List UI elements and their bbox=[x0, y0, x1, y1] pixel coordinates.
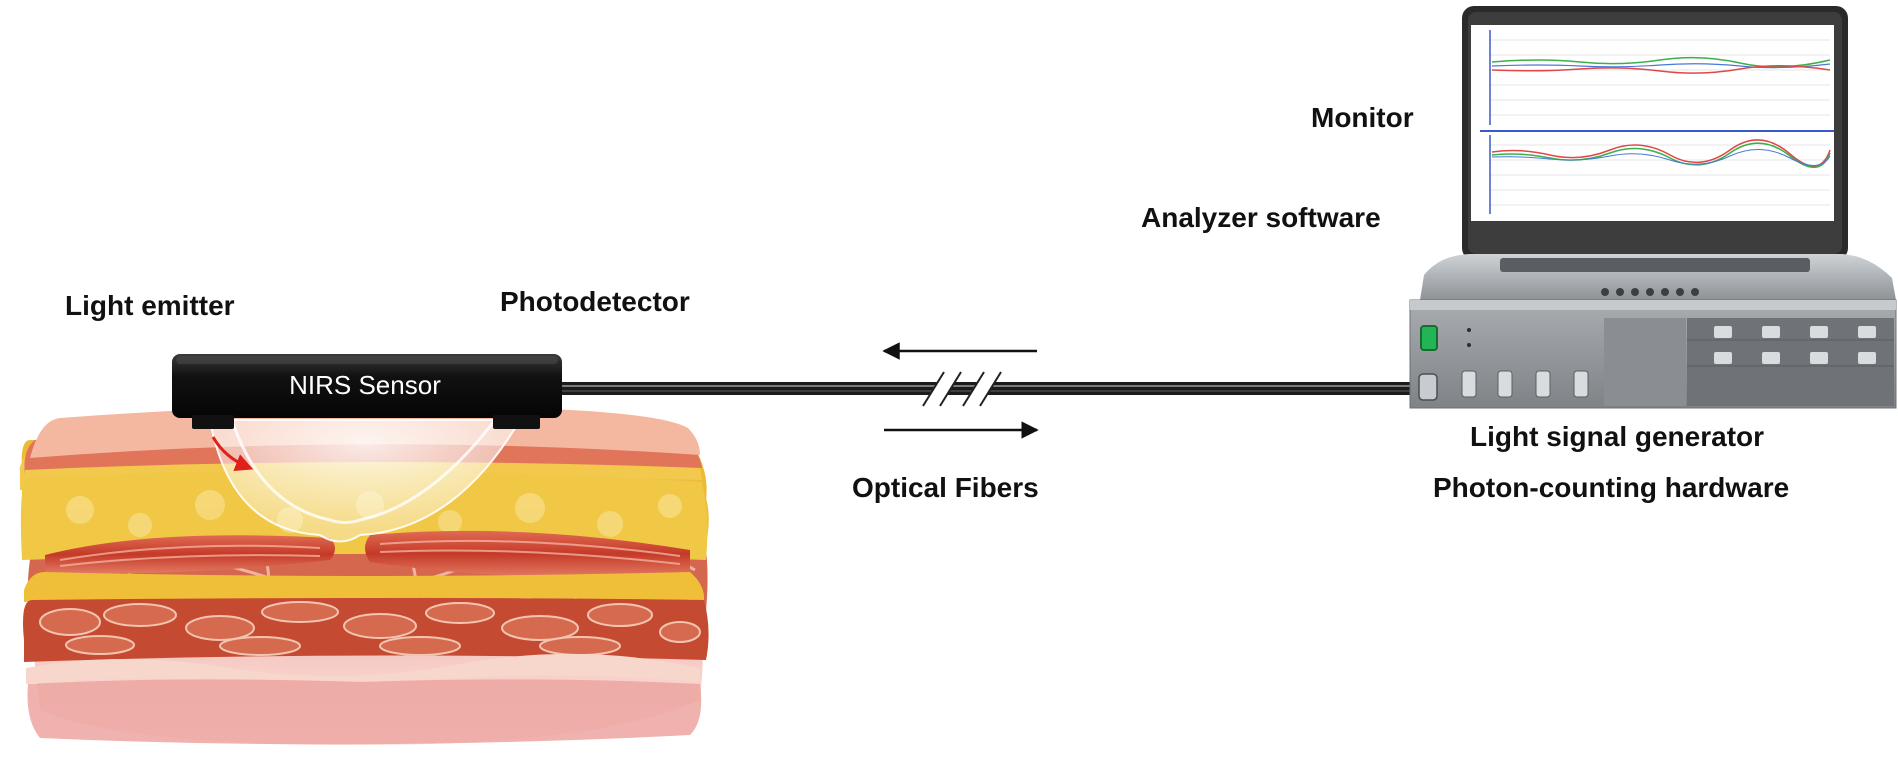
monitor-label: Monitor bbox=[1311, 102, 1414, 133]
laptop-computer bbox=[1420, 6, 1896, 300]
nirs-sensor-label: NIRS Sensor bbox=[289, 370, 441, 400]
optical-fibers-label: Optical Fibers bbox=[852, 472, 1039, 503]
muscle-striations bbox=[59, 539, 681, 567]
front-panel-slots bbox=[1461, 370, 1589, 398]
analyzer-software-label: Analyzer software bbox=[1141, 202, 1381, 233]
analyzer-software-graphs bbox=[1480, 30, 1834, 214]
light-path-inner bbox=[230, 419, 497, 524]
photodetector-label: Photodetector bbox=[500, 286, 690, 317]
signal-hardware-unit bbox=[1409, 299, 1897, 409]
muscle-band-right bbox=[365, 530, 690, 577]
fiber-port bbox=[1418, 373, 1438, 401]
muscle-band-left bbox=[45, 535, 335, 574]
fascia-membrane bbox=[26, 653, 700, 684]
photon-counting-hardware-label: Photon-counting hardware bbox=[1433, 472, 1790, 503]
intermuscular-fat bbox=[24, 572, 705, 602]
nirs-sensor: NIRS Sensor bbox=[172, 354, 562, 429]
monitor-screen bbox=[1471, 25, 1834, 221]
bottom-tissue bbox=[27, 679, 702, 745]
detector-pad bbox=[493, 415, 540, 429]
optical-fiber-cable bbox=[556, 371, 1412, 407]
fiber-break-mark bbox=[923, 372, 962, 406]
emitter-pad bbox=[192, 415, 234, 429]
light-signal-generator-label: Light signal generator bbox=[1470, 421, 1765, 452]
deep-muscle-cells bbox=[23, 598, 709, 662]
tissue-cross-section bbox=[19, 405, 709, 745]
power-indicator bbox=[1420, 325, 1438, 351]
front-panel-buttons bbox=[1714, 326, 1876, 364]
light-path-beam bbox=[208, 419, 522, 543]
light-emitter-label: Light emitter bbox=[65, 290, 235, 321]
emitter-light-arrow bbox=[211, 436, 254, 472]
